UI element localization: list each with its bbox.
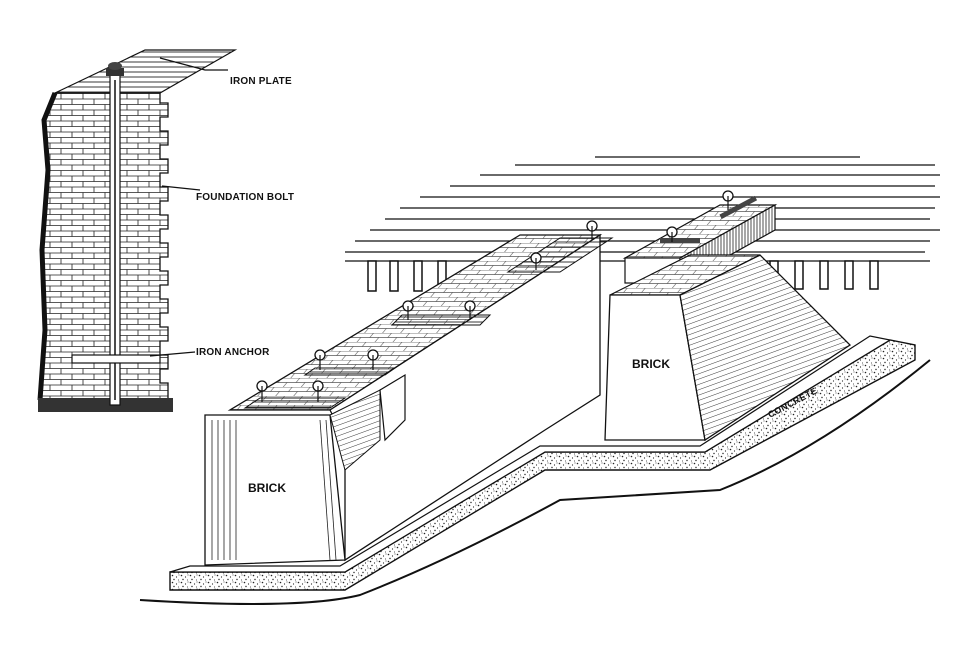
iron-anchor-shape <box>71 354 161 364</box>
iron-plate-label: IRON PLATE <box>230 76 292 87</box>
iron-anchor-label: IRON ANCHOR <box>196 347 270 358</box>
rear-brick-pier: BRICK <box>604 190 852 442</box>
front-brick-pier: BRICK <box>204 220 614 566</box>
iron-plate-shape <box>54 49 238 94</box>
bolt-plates <box>243 220 614 409</box>
front-brick-label: BRICK <box>248 481 286 495</box>
wall-section-inset: IRON PLATE FOUNDATION BOLT IRON ANCHOR <box>37 49 294 412</box>
foundation-bolt-label: FOUNDATION BOLT <box>196 192 294 203</box>
brick-wall <box>39 92 169 401</box>
rear-brick-label: BRICK <box>632 357 670 371</box>
